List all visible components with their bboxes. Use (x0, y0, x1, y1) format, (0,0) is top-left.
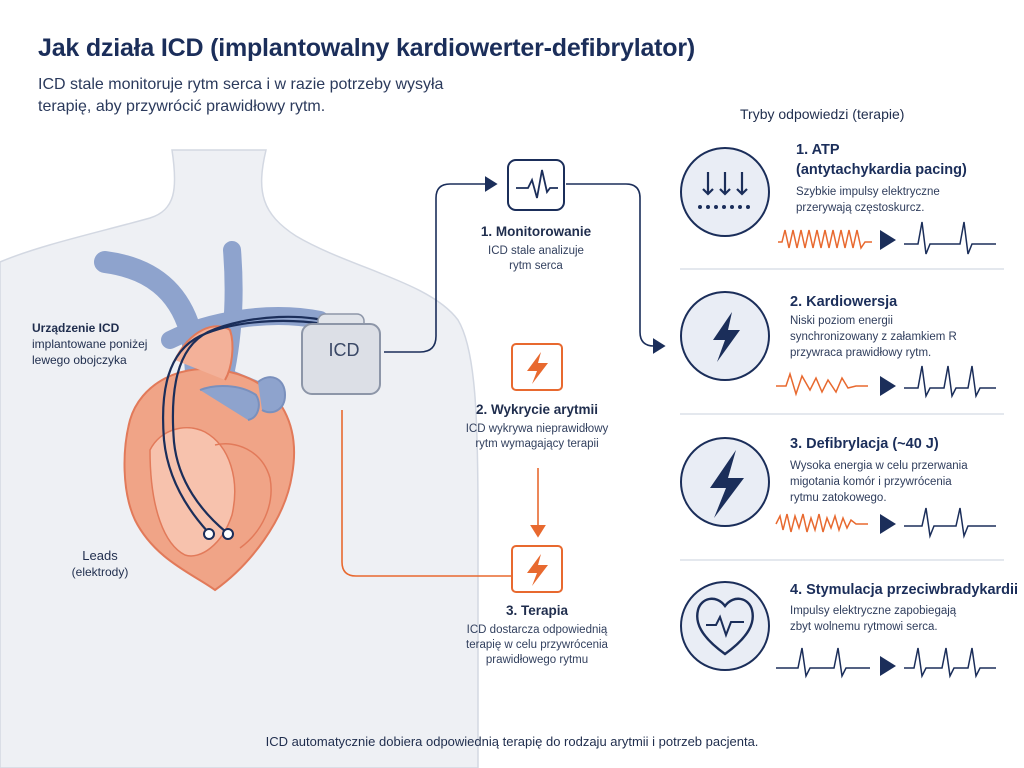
step-desc: ICD wykrywa nieprawidłowy rytm wymagając… (465, 423, 609, 450)
mode-defibrillation-desc: Wysoka energia w celu przerwania migotan… (790, 460, 968, 504)
device-label-text: implantowane poniżej lewego obojczyka (32, 337, 148, 367)
ecg-bradycardia-strip (776, 647, 870, 679)
step-desc: ICD stale analizuje rytm serca (488, 245, 584, 272)
leads-label: Leads (elektrody) (60, 548, 140, 580)
ecg-paced-strip (904, 647, 996, 679)
lead-tip (203, 528, 215, 540)
step-monitoring: 1. Monitorowanie ICD stale analizuje ryt… (456, 224, 616, 274)
step-title: 3. Terapia (505, 603, 569, 618)
ecg-fibrillation-strip (775, 513, 868, 533)
icd-leads (161, 315, 344, 534)
leads-label-heading: Leads (82, 548, 118, 563)
icd-to-monitoring-arrow (384, 176, 498, 353)
alert-lightning-icon (511, 343, 563, 391)
mode-cardioversion-desc: Niski poziom energii synchronizowany z z… (790, 315, 957, 359)
step-title: 1. Monitorowanie (480, 224, 592, 239)
heart-pulse-icon (680, 581, 770, 671)
monitoring-to-modes-arrow (566, 183, 666, 354)
icd-device-label: ICD (328, 340, 360, 360)
heart-illustration (123, 325, 295, 592)
mode-cardioversion-title: 2. Kardiowersja (790, 294, 898, 310)
mode-subtitle-text: (antytachykardia pacing) (796, 162, 967, 178)
step-therapy: 3. Terapia ICD dostarcza odpowiednią ter… (452, 603, 622, 668)
mode-title-text: 1. ATP (796, 142, 840, 158)
ecg-normal-strip (904, 507, 996, 539)
mode-dividers (680, 268, 1004, 561)
lead-tip (222, 528, 234, 540)
lightning-icon (680, 291, 770, 381)
pacing-pulses-icon (680, 147, 770, 237)
ecg-tachycardia-strip (778, 229, 872, 250)
page-subtitle: ICD stale monitoruje rytm serca i w razi… (38, 76, 444, 115)
mode-bradycardia-title: 4. Stymulacja przeciwbradykardii (790, 582, 1019, 598)
device-label-heading: Urządzenie ICD (32, 321, 120, 335)
ecg-normal-strip (904, 221, 996, 255)
leads-label-text: (elektrody) (71, 565, 129, 579)
page-title: Jak działa ICD (implantowalny kardiowert… (38, 34, 696, 62)
ecg-normal-strip (904, 365, 996, 399)
device-location-label: Urządzenie ICD implantowane poniżej lewe… (32, 320, 162, 368)
large-lightning-icon (680, 437, 770, 527)
step-desc: ICD dostarcza odpowiednią terapię w celu… (466, 624, 608, 666)
mode-atp-desc: Szybkie impulsy elektryczne przerywają c… (796, 186, 940, 214)
therapy-lightning-icon (511, 545, 563, 593)
icd-device (301, 313, 381, 395)
step-detection: 2. Wykrycie arytmii ICD wykrywa nieprawi… (462, 402, 612, 452)
monitor-icon (507, 159, 565, 211)
step-title: 2. Wykrycie arytmii (475, 402, 599, 417)
icd-to-therapy-line (341, 410, 512, 577)
mode-defibrillation-title: 3. Defibrylacja (~40 J) (790, 436, 939, 452)
ecg-arrhythmia-strip (776, 371, 868, 397)
footer-note: ICD automatycznie dobiera odpowiednią te… (265, 734, 759, 749)
mode-bradycardia-desc: Impulsy elektryczne zapobiegają zbyt wol… (790, 605, 957, 633)
modes-header: Tryby odpowiedzi (terapie) (740, 106, 905, 122)
mode-atp-title: 1. ATP (antytachykardia pacing) (796, 140, 967, 180)
